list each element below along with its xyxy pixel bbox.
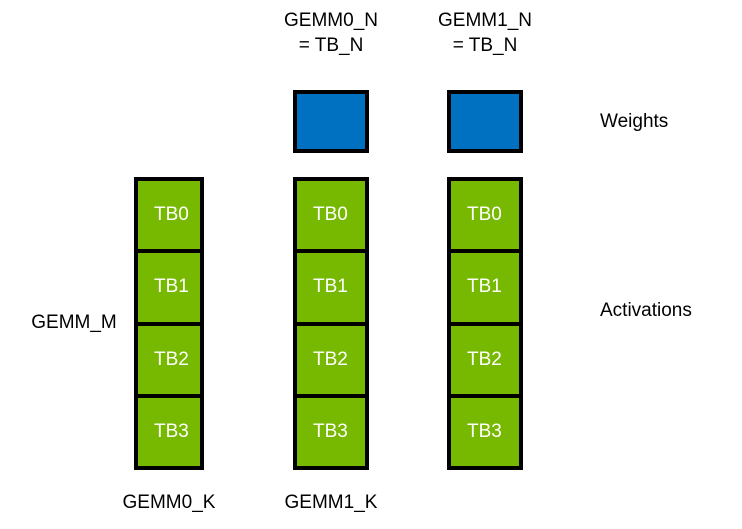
- thread-block-label: TB2: [313, 348, 348, 370]
- thread-block-label: TB0: [313, 204, 348, 226]
- thread-block-label: TB0: [154, 204, 189, 226]
- gemm1-n-label: GEMM1_N = TB_N: [438, 10, 532, 56]
- gemm0-k-label: GEMM0_K: [122, 492, 216, 513]
- thread-block-cell: TB3: [297, 393, 365, 466]
- thread-block-label: TB2: [467, 348, 502, 370]
- thread-block-cell: TB3: [138, 393, 200, 466]
- gemm1-k-label: GEMM1_K: [284, 492, 378, 513]
- thread-block-label: TB3: [154, 420, 189, 442]
- thread-block-label: TB1: [154, 276, 189, 298]
- thread-block-cell: TB1: [297, 249, 365, 322]
- weight-block-gemm0: [293, 90, 369, 153]
- activations-label: Activations: [600, 300, 692, 321]
- gemm-m-label: GEMM_M: [31, 312, 117, 333]
- thread-block-cell: TB2: [451, 321, 519, 394]
- gemm0-n-label: GEMM0_N = TB_N: [284, 10, 378, 56]
- thread-block-label: TB1: [467, 276, 502, 298]
- thread-block-label: TB0: [467, 204, 502, 226]
- thread-block-label: TB1: [313, 276, 348, 298]
- weights-label: Weights: [600, 111, 669, 132]
- thread-block-label: TB3: [467, 420, 502, 442]
- thread-block-cell: TB2: [138, 321, 200, 394]
- thread-block-cell: TB3: [451, 393, 519, 466]
- thread-block-label: TB3: [313, 420, 348, 442]
- thread-block-cell: TB0: [297, 181, 365, 250]
- thread-block-cell: TB2: [297, 321, 365, 394]
- thread-block-cell: TB1: [451, 249, 519, 322]
- weight-block-gemm1: [447, 90, 523, 153]
- thread-block-cell: TB0: [138, 181, 200, 250]
- thread-block-cell: TB0: [451, 181, 519, 250]
- thread-block-cell: TB1: [138, 249, 200, 322]
- thread-block-label: TB2: [154, 348, 189, 370]
